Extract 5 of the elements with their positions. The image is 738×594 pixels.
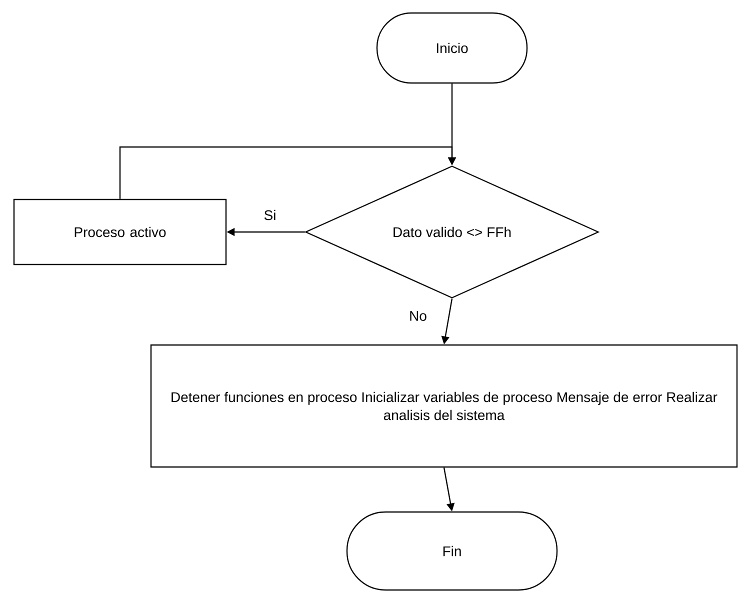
process-box: Proceso activo xyxy=(13,198,227,266)
arrow xyxy=(119,146,456,199)
edge-label: No xyxy=(408,310,428,322)
edge-label: Si xyxy=(262,208,278,222)
process-box: Detener funciones en proceso Inicializar variables de proceso Mensaje de error Realizar analisis del sistema xyxy=(150,344,738,468)
